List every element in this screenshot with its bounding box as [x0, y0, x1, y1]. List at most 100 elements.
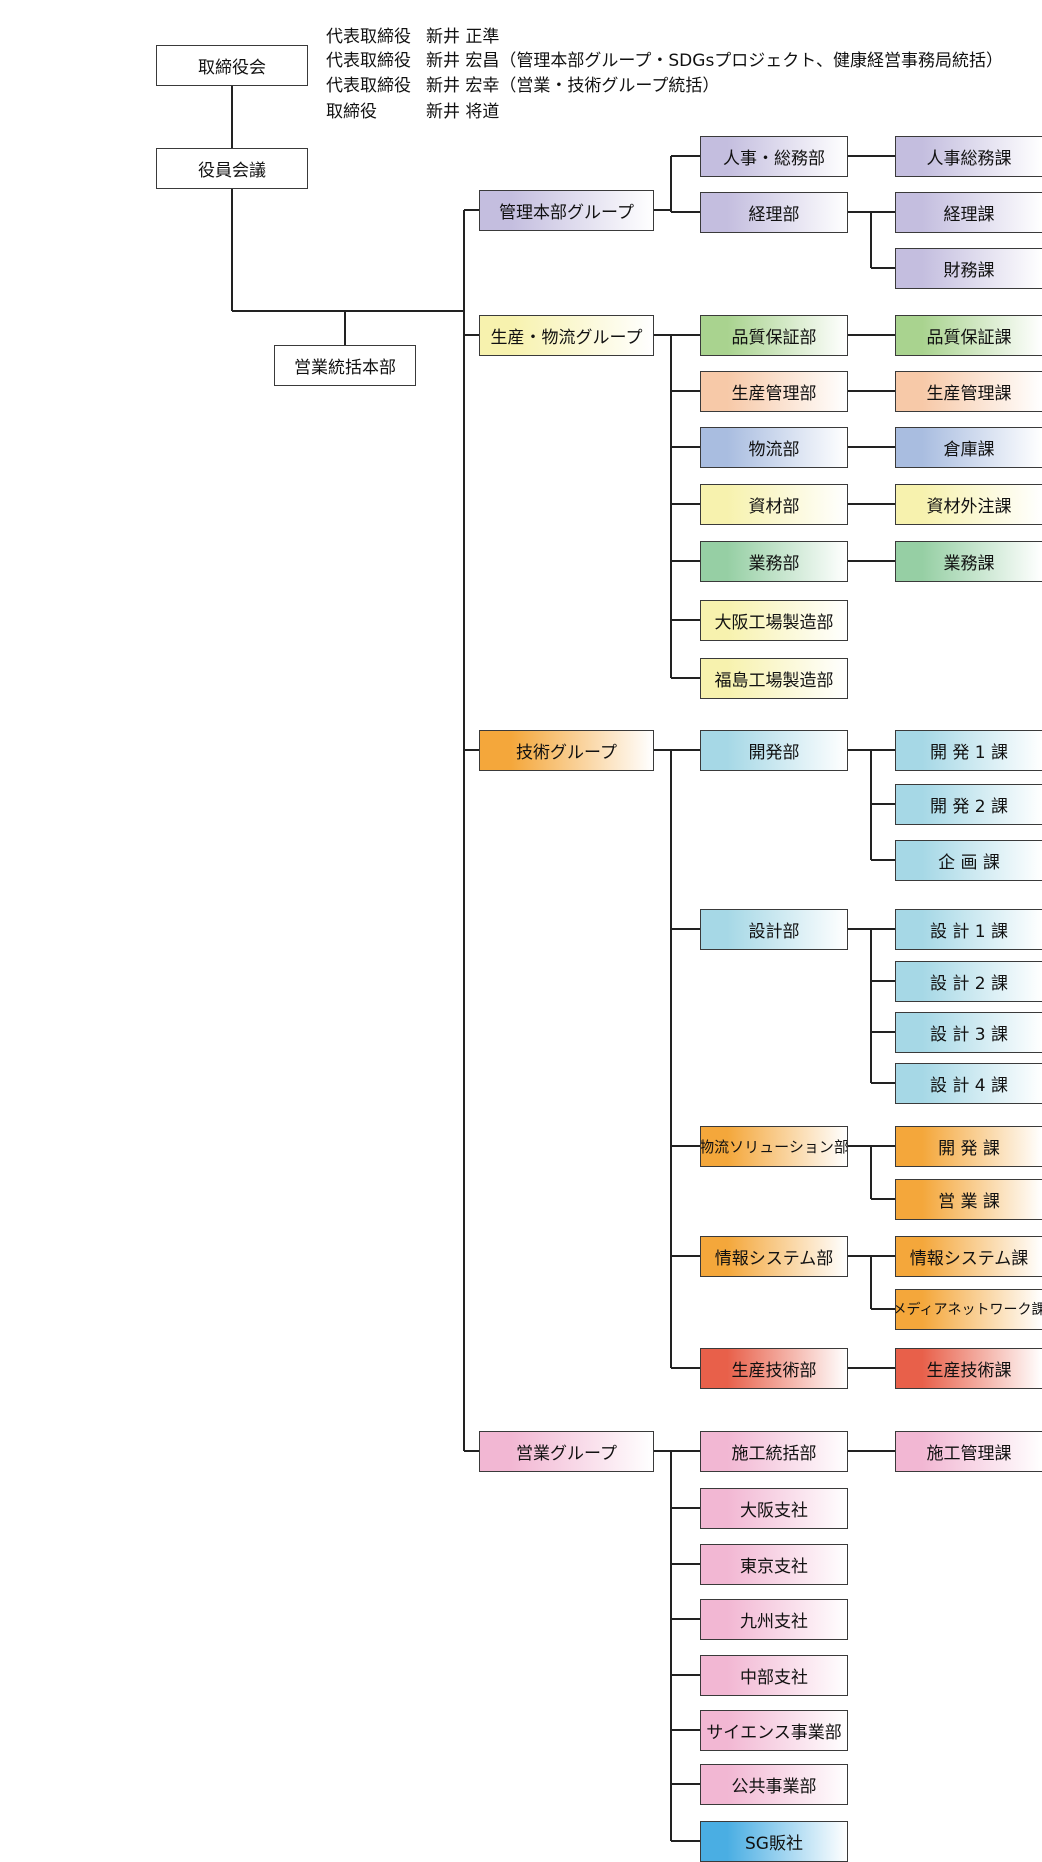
connector-line — [654, 209, 671, 211]
connector-line — [870, 1256, 872, 1309]
section-box-label: 人事総務課 — [926, 148, 1012, 169]
section-box-label: メディアネットワーク課 — [895, 1302, 1042, 1318]
department-box-label: 施工統括部 — [731, 1443, 817, 1464]
connector-line — [670, 1451, 672, 1841]
connector-line — [848, 446, 895, 448]
connector-line — [848, 211, 871, 213]
connector-line — [871, 749, 895, 751]
department-box-label: 福島工場製造部 — [714, 670, 834, 691]
section-box: 企 画 課 — [895, 839, 1042, 881]
section-box: 経理課 — [895, 191, 1042, 233]
connector-line — [871, 980, 895, 982]
connector-line — [671, 749, 700, 751]
section-box: 営 業 課 — [895, 1178, 1042, 1220]
executive-line-2: 代表取締役新井 宏昌（管理本部グループ・SDGsプロジェクト、健康経営事務局統括… — [326, 46, 1003, 71]
connector-line — [671, 1729, 700, 1731]
executive-line-3: 代表取締役新井 宏幸（営業・技術グループ統括） — [326, 71, 719, 96]
connector-line — [231, 86, 233, 148]
section-box-label: 業務課 — [943, 553, 995, 574]
connector-line — [870, 212, 872, 268]
connector-line — [871, 1255, 895, 1257]
connector-line — [671, 1783, 700, 1785]
group-box: 生産・物流グループ — [479, 314, 654, 356]
executive-line-1: 代表取締役新井 正準 — [326, 22, 499, 47]
section-box-label: 生産技術課 — [926, 1360, 1012, 1381]
connector-line — [464, 749, 479, 751]
connector-line — [671, 1563, 700, 1565]
section-box: 設 計 2 課 — [895, 960, 1042, 1002]
connector-line — [671, 1674, 700, 1676]
department-box-label: 開発部 — [748, 742, 800, 763]
section-box-label: 企 画 課 — [938, 852, 1000, 873]
section-box: 開 発 課 — [895, 1125, 1042, 1167]
section-box: 生産技術課 — [895, 1347, 1042, 1389]
department-box-label: 大阪支社 — [740, 1500, 808, 1521]
department-box: 生産技術部 — [700, 1347, 848, 1389]
board-label: 取締役会 — [198, 58, 266, 78]
section-box: 人事総務課 — [895, 135, 1042, 177]
executive-role: 代表取締役 — [326, 76, 411, 96]
department-box-label: 物流部 — [748, 439, 800, 460]
section-box-label: 設 計 2 課 — [929, 973, 1009, 994]
department-box-label: 公共事業部 — [731, 1776, 817, 1797]
section-box: 資材外注課 — [895, 483, 1042, 525]
section-box-label: 営 業 課 — [938, 1191, 1000, 1212]
executive-name: 新井 宏幸（営業・技術グループ統括） — [426, 76, 720, 96]
executive-role: 代表取締役 — [326, 51, 411, 71]
section-box-label: 生産管理課 — [926, 383, 1012, 404]
department-box: 人事・総務部 — [700, 135, 848, 177]
connector-line — [671, 155, 700, 157]
department-box-label: 設計部 — [748, 921, 800, 942]
department-box-label: 資材部 — [748, 496, 800, 517]
connector-line — [848, 1367, 895, 1369]
section-box: 品質保証課 — [895, 314, 1042, 356]
connector-line — [671, 1618, 700, 1620]
group-box: 技術グループ — [479, 729, 654, 771]
department-box: 生産管理部 — [700, 370, 848, 412]
department-box: 資材部 — [700, 483, 848, 525]
connector-line — [671, 1450, 700, 1452]
connector-line — [670, 750, 672, 1368]
executive-name: 新井 正準 — [426, 27, 500, 47]
section-box-label: 情報システム課 — [909, 1248, 1029, 1269]
department-box-label: 物流ソリューション部 — [700, 1137, 848, 1156]
connector-line — [871, 928, 895, 930]
department-box: 福島工場製造部 — [700, 657, 848, 699]
section-box: 開 発 1 課 — [895, 729, 1042, 771]
section-box-label: 開 発 課 — [938, 1138, 1000, 1159]
connector-line — [231, 189, 233, 311]
group-box-label: 技術グループ — [516, 742, 617, 763]
connector-line — [848, 1255, 871, 1257]
department-box: 情報システム部 — [700, 1235, 848, 1277]
group-box: 管理本部グループ — [479, 189, 654, 231]
department-box-label: サイエンス事業部 — [706, 1722, 842, 1743]
connector-line — [848, 1145, 871, 1147]
connector-line — [464, 334, 479, 336]
section-box-label: 設 計 4 課 — [929, 1075, 1009, 1096]
connector-line — [671, 1367, 700, 1369]
department-box: 大阪工場製造部 — [700, 599, 848, 641]
department-box-label: SG販社 — [745, 1833, 803, 1854]
group-box-label: 営業グループ — [516, 1443, 617, 1464]
executive-line-4: 取締役新井 将道 — [326, 97, 499, 122]
connector-line — [871, 1082, 895, 1084]
department-box: SG販社 — [700, 1820, 848, 1862]
officers-box: 役員会議 — [156, 148, 308, 189]
section-box: 開 発 2 課 — [895, 783, 1042, 825]
department-box-label: 業務部 — [748, 553, 800, 574]
department-box: 設計部 — [700, 908, 848, 950]
connector-line — [671, 334, 700, 336]
section-box-label: 経理課 — [943, 204, 995, 225]
sales-hq-box: 営業統括本部 — [274, 345, 416, 386]
connector-line — [464, 209, 479, 211]
department-box-label: 経理部 — [748, 204, 800, 225]
section-box: メディアネットワーク課 — [895, 1288, 1042, 1330]
department-box: 東京支社 — [700, 1543, 848, 1585]
department-box-label: 九州支社 — [740, 1611, 808, 1632]
department-box: 物流部 — [700, 426, 848, 468]
section-box-label: 開 発 2 課 — [929, 796, 1009, 817]
connector-line — [870, 1146, 872, 1199]
section-box: 設 計 4 課 — [895, 1062, 1042, 1104]
section-box: 情報システム課 — [895, 1235, 1042, 1277]
connector-line — [848, 928, 871, 930]
